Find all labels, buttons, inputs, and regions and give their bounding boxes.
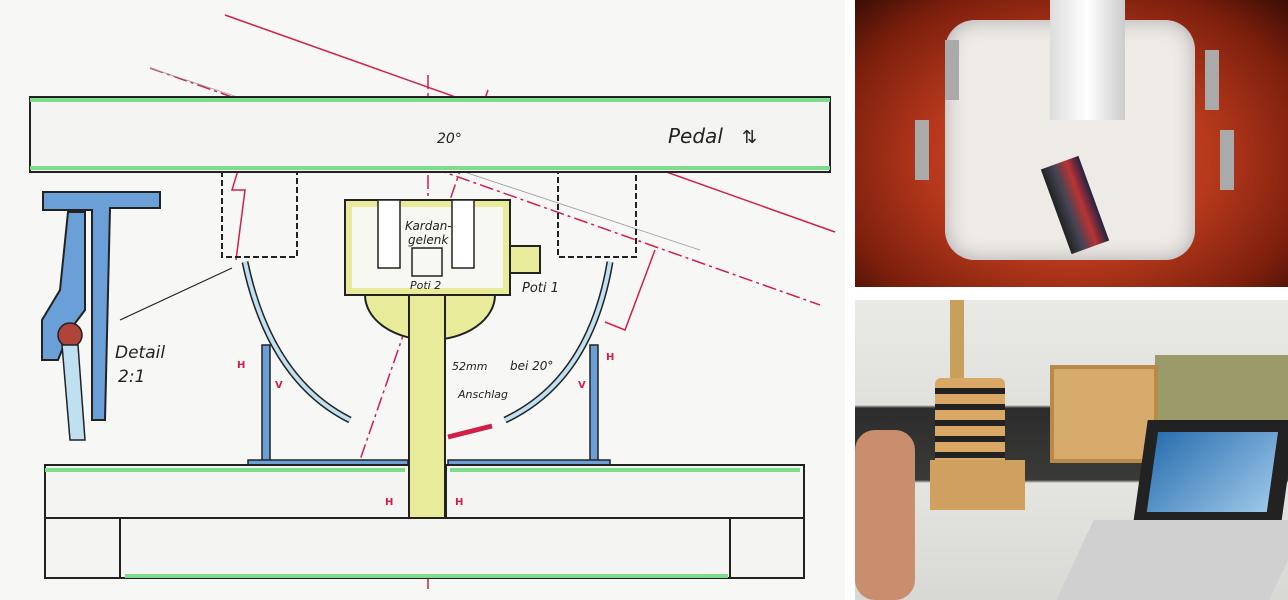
pedal-prototype-workbench-photo [855, 300, 1288, 600]
laptop-keyboard [1056, 520, 1288, 600]
base [44, 464, 805, 579]
technical-drawing: Pedal ⇅ 20° Kardan- gelenk Poti 2 Poti 1 [29, 14, 836, 590]
drawing-canvas: Pedal ⇅ 20° Kardan- gelenk Poti 2 Poti 1 [29, 14, 836, 590]
pedal-arrows-icon: ⇅ [742, 127, 757, 148]
bolt [915, 120, 929, 180]
shaft [1050, 0, 1125, 120]
h-marker: H [385, 497, 393, 508]
angle-label: 20° [437, 131, 462, 147]
bolt [1220, 130, 1234, 190]
h-marker: H [606, 352, 614, 363]
arc-guides [241, 261, 614, 440]
kardan-label-2: gelenk [408, 233, 449, 247]
brackets [221, 171, 637, 258]
bolt [945, 40, 959, 100]
pedal-label: Pedal [668, 124, 723, 148]
bolt [1205, 50, 1219, 110]
easel-leg [950, 300, 964, 390]
poti1-label: Poti 1 [522, 281, 559, 296]
detail-profile [41, 191, 233, 441]
pedal-base [930, 460, 1025, 510]
detail-label-1: Detail [115, 343, 165, 363]
gimbal-mechanism-photo [855, 0, 1288, 287]
h-marker: H [237, 360, 245, 371]
dimension-label: 52mm [452, 360, 487, 373]
hand [855, 430, 915, 600]
base-highlights [45, 468, 800, 578]
electronics-box [1050, 365, 1158, 463]
pedal-beam [29, 96, 831, 173]
poti2-label: Poti 2 [410, 279, 441, 292]
dimension-note: bei 20° [510, 359, 553, 373]
detail-label-2: 2:1 [118, 367, 145, 387]
h-marker: H [455, 497, 463, 508]
stop-label: Anschlag [457, 388, 508, 401]
v-marker: V [275, 380, 283, 391]
laptop-screen [1132, 420, 1288, 530]
kardan-label-1: Kardan- [405, 219, 452, 233]
v-marker: V [578, 380, 586, 391]
